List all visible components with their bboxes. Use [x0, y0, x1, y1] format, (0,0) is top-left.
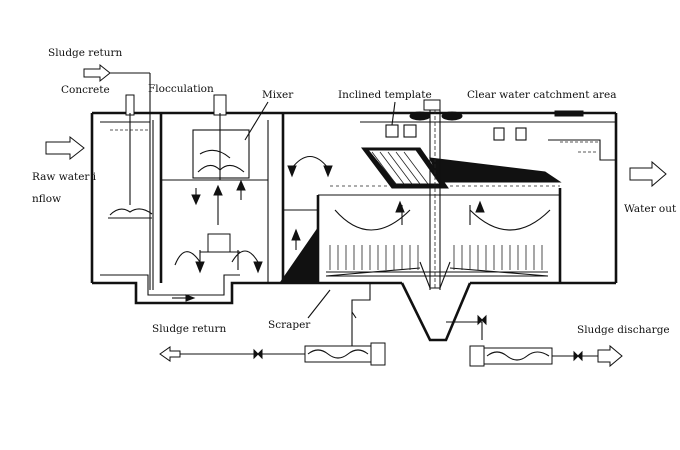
raw-water-arrow — [45, 135, 85, 161]
label-raw-water-line1: Raw water i — [32, 171, 97, 183]
labels: Sludge return Concrete Flocculation Mixe… — [32, 47, 677, 336]
transfer-channel — [279, 155, 333, 284]
flocculation-chamber — [161, 94, 268, 274]
label-concrete: Concrete — [61, 84, 110, 96]
screw-pump-icon — [304, 345, 372, 363]
valve-icon — [253, 348, 263, 360]
sludge-discharge-piping — [159, 283, 623, 368]
label-inclined-template: Inclined template — [338, 89, 432, 101]
label-flocculation: Flocculation — [148, 83, 214, 95]
label-mixer: Mixer — [262, 89, 294, 101]
valve-icon — [477, 314, 487, 326]
mixer-pointer — [244, 101, 269, 141]
label-scraper: Scraper — [268, 319, 311, 331]
hollow-arrow-icon — [159, 346, 181, 362]
label-sludge-discharge: Sludge discharge — [577, 324, 670, 336]
label-clear-water-area: Clear water catchment area — [467, 89, 617, 101]
label-water-out: Water out — [624, 203, 677, 215]
inclined-template-pointer — [391, 101, 396, 126]
valve-icon — [573, 350, 583, 362]
screw-pump-icon — [483, 347, 553, 365]
hollow-arrow-icon — [597, 344, 623, 368]
sludge-return-top-pipe — [83, 63, 151, 290]
label-sludge-return-top: Sludge return — [48, 47, 123, 59]
inclined-plate-settler — [361, 124, 562, 189]
scraper-drive — [325, 99, 551, 290]
hollow-arrow-icon — [83, 63, 111, 83]
channel-arrow — [172, 294, 196, 302]
water-out-arrow — [629, 160, 667, 188]
scraper-teeth — [329, 245, 543, 270]
concrete-mixer-shaft — [108, 94, 153, 219]
label-sludge-return-bottom: Sludge return — [152, 323, 227, 335]
label-raw-water-line2: nflow — [32, 193, 61, 205]
